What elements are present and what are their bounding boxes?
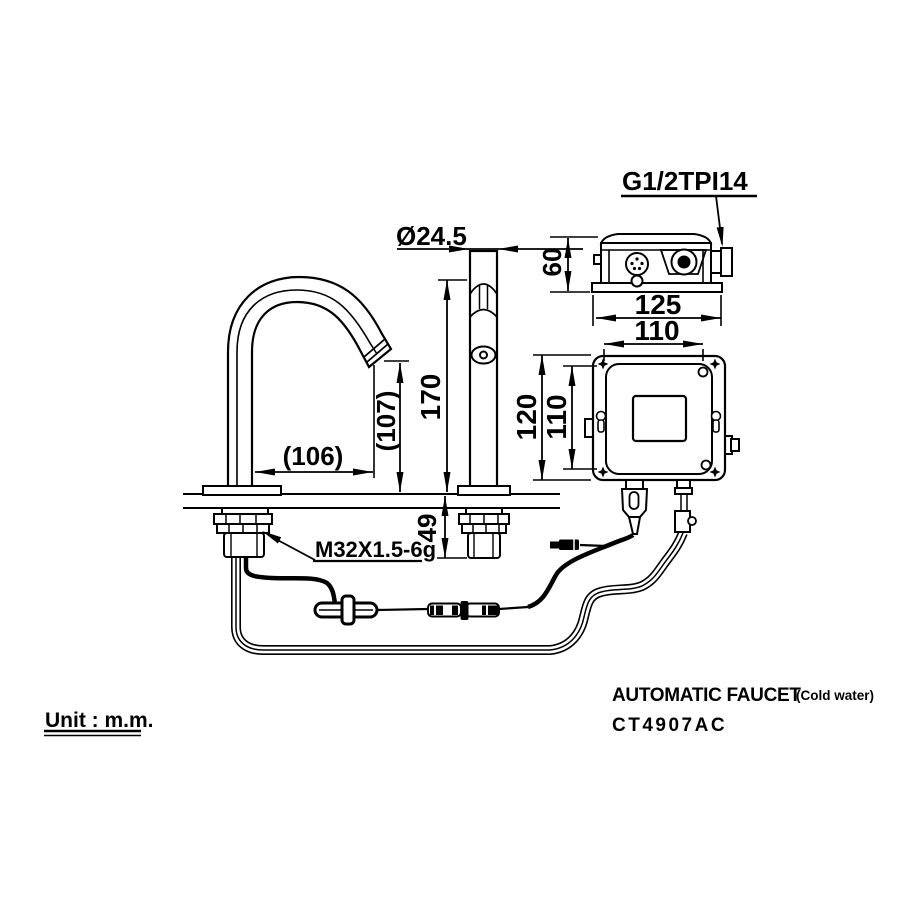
cable-gland [620, 479, 649, 535]
inline-filter [313, 594, 379, 626]
model-code: CT4907AC [612, 715, 727, 736]
mounting-deck [183, 493, 560, 509]
water-type-note: (Cold water) [796, 688, 874, 703]
control-box-front-view [584, 354, 740, 535]
faucet-base-mount [202, 485, 282, 558]
dimension-lines [44, 194, 757, 737]
dim-spout-diameter-label: Ø24.5 [396, 221, 467, 251]
front-base-mount [457, 485, 511, 559]
dim-shank-length-label: 49 [412, 514, 442, 543]
inspection-window [631, 394, 688, 443]
outlet-fitting [674, 479, 697, 533]
power-plug [550, 539, 607, 550]
din-socket [625, 252, 649, 276]
dim-box-height-label: 120 [511, 394, 542, 441]
dimension-arrows [255, 226, 724, 558]
mounting-thread-label: M32X1.5-6g [315, 537, 436, 562]
dim-spout-reach-label: (106) [283, 441, 344, 471]
control-box-top-view [591, 233, 733, 293]
mounting-keyholes [595, 410, 722, 433]
aerator-tip [363, 338, 389, 363]
sensor-cable [243, 533, 635, 612]
faucet-front-view [457, 249, 511, 559]
water-supply-hose [231, 531, 688, 655]
dim-spout-height-label: 170 [415, 374, 446, 421]
faucet-side-view [202, 275, 393, 558]
dim-hole-spacing-v-label: 110 [541, 394, 572, 439]
sensor-eye [470, 345, 497, 365]
dim-box-depth-label: 60 [537, 248, 567, 277]
dim-box-width-label: 125 [635, 289, 682, 320]
dim-spout-tip-height-label: (107) [371, 391, 401, 452]
cable-connector-pair [427, 601, 500, 620]
unit-note: Unit : m.m. [45, 709, 154, 732]
product-name: AUTOMATIC FAUCET [612, 685, 801, 706]
inlet-thread-label: G1/2TPI14 [622, 166, 748, 196]
gooseneck-spout [226, 275, 393, 496]
dim-hole-spacing-h-label: 110 [634, 315, 679, 346]
corner-screws [597, 358, 721, 478]
